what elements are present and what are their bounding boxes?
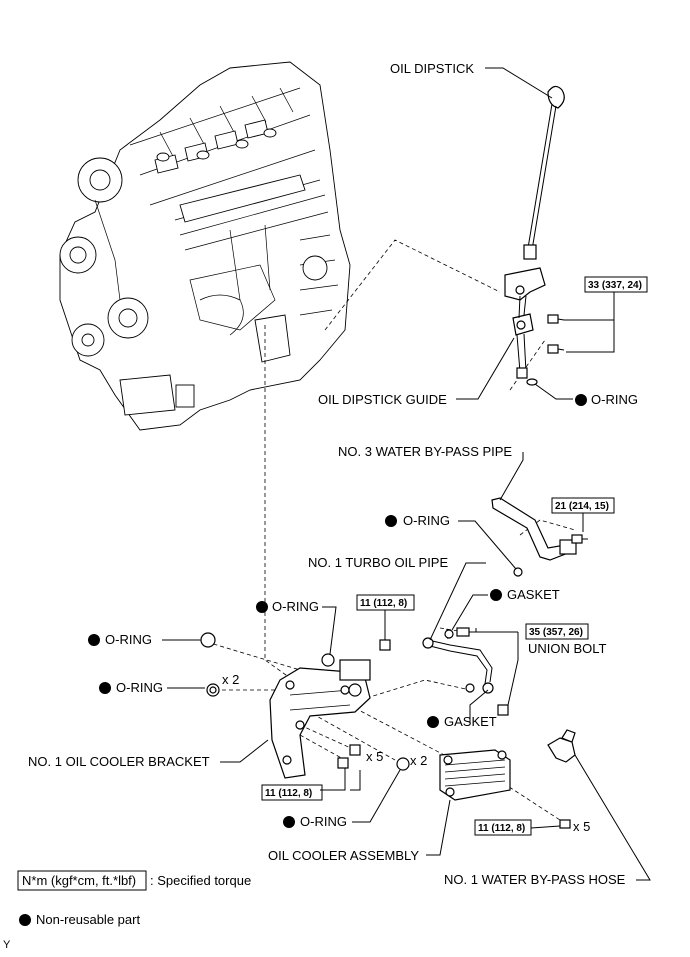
qty-x5-cooler: x 5 bbox=[573, 819, 590, 834]
no1-oil-cooler-bracket bbox=[269, 659, 371, 779]
nonreusable-dot bbox=[256, 601, 268, 613]
no1-turbo-oil-pipe bbox=[422, 627, 509, 716]
legend-torque-desc: : Specified torque bbox=[150, 873, 251, 888]
nonreusable-dot bbox=[575, 394, 587, 406]
qty-x2-oring: x 2 bbox=[222, 672, 239, 687]
nonreusable-dot bbox=[99, 682, 111, 694]
oil-cooler-assembly bbox=[439, 749, 571, 829]
label-oil-cooler-assembly: OIL COOLER ASSEMBLY bbox=[268, 848, 419, 863]
label-oil-dipstick: OIL DIPSTICK bbox=[390, 61, 474, 76]
label-o-ring: O-RING bbox=[116, 680, 163, 695]
torque-specs: 33 (337, 24) 21 (214, 15) 35 (357, 26) 1… bbox=[261, 276, 648, 836]
qty-x2-oring-cooler: x 2 bbox=[410, 753, 427, 768]
label-union-bolt: UNION BOLT bbox=[528, 641, 607, 656]
nonreusable-dot bbox=[385, 515, 397, 527]
corner-mark: Y bbox=[3, 939, 11, 951]
nonreusable-dot bbox=[88, 634, 100, 646]
legend-nonreusable: Non-reusable part bbox=[36, 912, 140, 927]
torque-cooler-bolts: 11 (112, 8) bbox=[478, 823, 525, 834]
torque-dipstick-guide: 33 (337, 24) bbox=[588, 280, 642, 291]
label-no1-water-bypass-hose: NO. 1 WATER BY-PASS HOSE bbox=[444, 872, 626, 887]
nonreusable-dot bbox=[490, 589, 502, 601]
legend: N*m (kgf*cm, ft.*lbf) : Specified torque… bbox=[3, 870, 251, 951]
label-o-ring: O-RING bbox=[403, 513, 450, 528]
bracket-orings-bolts bbox=[200, 630, 410, 771]
no3-water-bypass-pipe bbox=[491, 497, 588, 577]
legend-nonreusable-dot bbox=[19, 914, 31, 926]
label-gasket: GASKET bbox=[444, 714, 497, 729]
nonreusable-dot bbox=[427, 716, 439, 728]
labels: OIL DIPSTICK OIL DIPSTICK GUIDE O-RING N… bbox=[28, 61, 638, 887]
leader-lines bbox=[162, 67, 651, 881]
legend-torque-unit: N*m (kgf*cm, ft.*lbf) bbox=[22, 873, 136, 888]
engine-illustration bbox=[59, 61, 351, 431]
label-o-ring: O-RING bbox=[591, 392, 638, 407]
torque-bracket-top: 11 (112, 8) bbox=[360, 598, 407, 609]
torque-water-pipe: 21 (214, 15) bbox=[555, 501, 609, 512]
oil-dipstick-guide bbox=[504, 267, 546, 386]
label-o-ring: O-RING bbox=[105, 632, 152, 647]
dipstick-guide-bolts bbox=[547, 292, 615, 354]
label-oil-dipstick-guide: OIL DIPSTICK GUIDE bbox=[318, 392, 447, 407]
qty-x5-bracket: x 5 bbox=[366, 749, 383, 764]
no1-water-bypass-hose bbox=[547, 729, 576, 763]
label-no3-water-bypass-pipe: NO. 3 WATER BY-PASS PIPE bbox=[338, 444, 512, 459]
label-no1-turbo-oil-pipe: NO. 1 TURBO OIL PIPE bbox=[308, 555, 448, 570]
label-gasket: GASKET bbox=[507, 587, 560, 602]
label-o-ring: O-RING bbox=[300, 814, 347, 829]
oil-dipstick bbox=[523, 85, 565, 260]
torque-bracket-bolts: 11 (112, 8) bbox=[265, 788, 312, 799]
label-o-ring: O-RING bbox=[272, 599, 319, 614]
label-no1-oil-cooler-bracket: NO. 1 OIL COOLER BRACKET bbox=[28, 754, 210, 769]
nonreusable-dot bbox=[283, 816, 295, 828]
torque-union-bolt: 35 (357, 26) bbox=[529, 627, 583, 638]
